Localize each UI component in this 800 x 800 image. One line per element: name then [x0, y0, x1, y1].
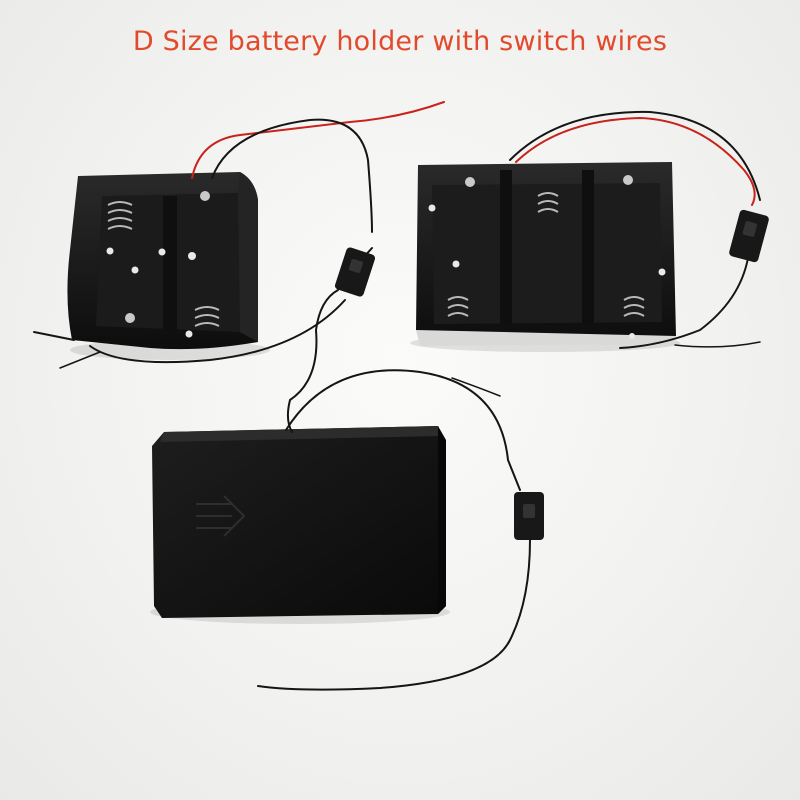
- switch-icon: [334, 247, 376, 297]
- spring-contact-icon: [107, 201, 220, 327]
- holder-divider: [582, 170, 594, 326]
- lid-arrow-icon: [196, 495, 246, 537]
- box-body: [152, 426, 446, 618]
- holder-tray: [432, 183, 662, 324]
- terminal-icon: [200, 191, 210, 201]
- switch-icon: [729, 209, 769, 263]
- three-cell-holder: [416, 162, 676, 346]
- terminal-icon: [623, 175, 633, 185]
- two-cell-holder: [67, 172, 258, 350]
- terminal-icon: [465, 177, 475, 187]
- switch-icon: [514, 492, 544, 540]
- product-caption: D Size battery holder with switch wires: [132, 26, 668, 57]
- mounting-holes: [106, 247, 196, 338]
- enclosed-battery-box: [152, 426, 446, 618]
- mounting-holes: [428, 204, 666, 339]
- spring-contact-icon: [447, 192, 645, 317]
- holder-divider: [500, 170, 512, 326]
- holder-divider: [163, 196, 177, 332]
- terminal-icon: [125, 313, 135, 323]
